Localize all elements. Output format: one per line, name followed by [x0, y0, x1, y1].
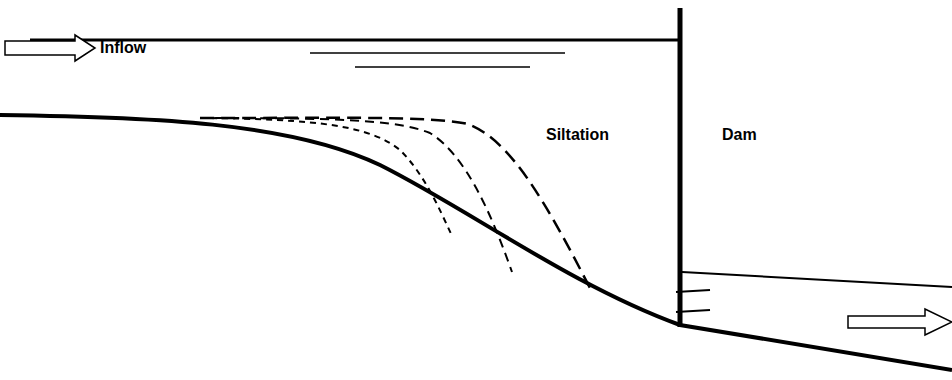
downstream-water: [682, 272, 952, 287]
water-mark: [355, 66, 530, 68]
flow-label: Inflow: [100, 38, 146, 57]
siltation-profile: [200, 118, 592, 292]
structure-label: Dam: [722, 125, 757, 144]
inflow-arrow: [5, 35, 95, 61]
outlet-mark: [676, 290, 710, 292]
siltation-profile: [200, 118, 512, 272]
dam-wall: [678, 8, 683, 327]
outflow-arrow: [848, 309, 952, 335]
region-label: Siltation: [546, 125, 609, 144]
siltation-profile: [200, 118, 452, 236]
water-mark: [310, 52, 565, 54]
outlet-mark: [676, 310, 710, 312]
river-bed: [0, 115, 952, 370]
